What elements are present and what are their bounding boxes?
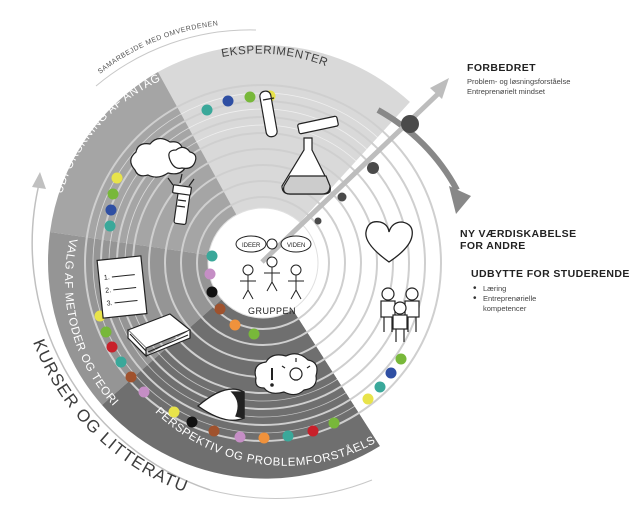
dot [229,319,241,331]
udbytte-block: UDBYTTE FOR STUDERENDE Læring Entreprenø… [471,268,631,314]
dot [100,326,112,338]
arrow-dot-1 [314,217,322,225]
dot [106,341,118,353]
udbytte-title: UDBYTTE FOR STUDERENDE [471,268,630,280]
forbedret-title: FORBEDRET [467,62,536,74]
cloud-icon [130,137,197,178]
group-icon: IDEER VIDEN [235,235,312,300]
dots-udforskning [104,172,123,232]
dot [168,406,180,418]
segment-perspektiv [102,263,380,479]
udbytte-item: Læring [471,284,631,294]
dot [111,172,123,184]
dot [258,432,270,444]
arrow-dot-4 [401,115,419,133]
diagonal-arrow-head [430,78,449,99]
flask-icon [281,115,339,195]
dot [234,431,246,443]
dot [206,286,218,298]
udbytte-list: Læring Entreprenørielle kompetencer [471,284,631,314]
segment-right-blank [263,102,481,446]
ny-title-line-1: NY VÆRDISKABELSE [460,228,577,240]
ny-title-line-2: FOR ANDRE [460,240,526,252]
arrow-dot-3 [367,162,379,174]
dot [105,204,117,216]
dot [395,353,407,365]
dot [208,425,220,437]
dot [248,328,260,340]
bubble-ideer: IDEER [242,243,261,249]
dot [104,220,116,232]
list-item-3: 3. [106,300,113,308]
dot [307,425,319,437]
dot [115,356,127,368]
idea-icon [254,353,318,396]
progress-arc [376,107,460,192]
forbedret-line-2: Entreprenørielt mindset [467,87,545,96]
progress-arc-arrow [449,186,471,214]
books-icon [126,313,192,358]
dots-perspektiv [168,406,340,444]
test-tube-icon [259,90,278,138]
list-item-2: 2. [105,287,112,295]
bubble-viden: VIDEN [287,243,305,249]
dot [214,303,226,315]
dots-valg-inner [204,250,260,340]
dot [385,367,397,379]
flashlight-icon [167,173,195,226]
dot [222,95,234,107]
dot [362,393,374,405]
dot [244,91,256,103]
dot [201,104,213,116]
dot [186,416,198,428]
segment-eksperimenter [158,45,410,264]
dot [374,381,386,393]
heart-icon [365,221,413,263]
people-icon [380,287,420,342]
dot [204,268,216,280]
dot [125,371,137,383]
dot [282,430,294,442]
dots-right [362,353,407,405]
udbytte-item: Entreprenørielle kompetencer [471,294,563,314]
dot [138,386,150,398]
forbedret-block: FORBEDRET Problem- og løsningsforståelse… [467,62,627,97]
arrow-dot-2 [337,192,347,202]
center-label: GRUPPEN [248,306,296,316]
eye-icon [196,388,245,421]
dot [328,417,340,429]
outer-top-arc [95,29,257,87]
list-icon: 1. 2. 3. [96,255,148,319]
ny-vaerdi-block: NY VÆRDISKABELSE FOR ANDRE [460,228,630,252]
forbedret-line-1: Problem- og løsningsforståelse [467,77,571,86]
list-item-1: 1. [104,274,111,282]
dot [107,188,119,200]
outer-bottom-arc [209,479,373,499]
outer-left-arrow [32,172,46,189]
dot [206,250,218,262]
outer-left-arc [31,179,211,491]
